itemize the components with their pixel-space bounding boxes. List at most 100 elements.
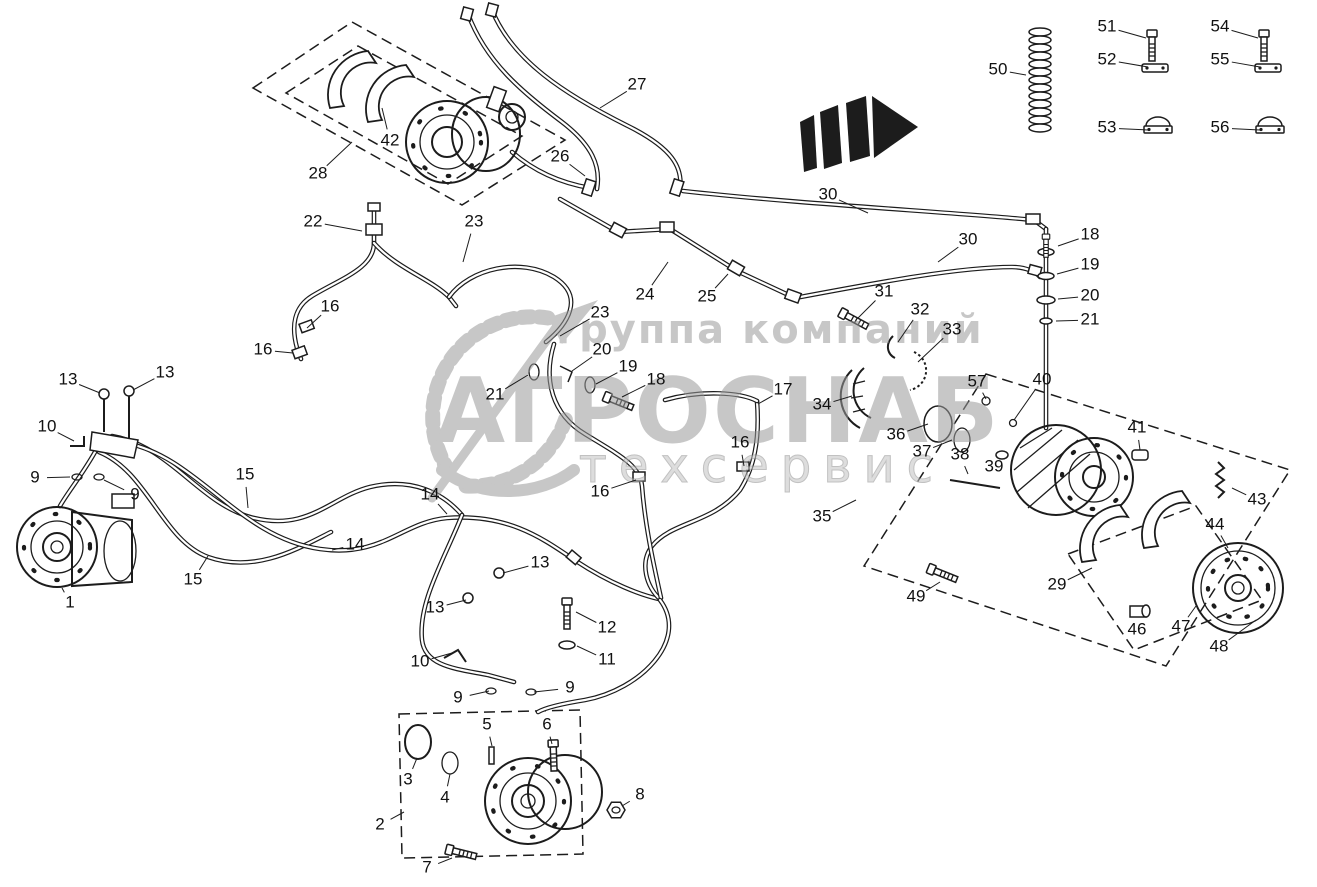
- leader-line: [198, 555, 209, 571]
- leader-line: [964, 465, 969, 475]
- part-label-28: 28: [309, 163, 328, 182]
- part-label-56: 56: [1211, 117, 1230, 136]
- leader-line: [412, 757, 418, 770]
- leader-line: [714, 273, 729, 289]
- leader-line: [469, 690, 490, 696]
- leader-line: [1231, 487, 1247, 496]
- leader-line: [61, 587, 65, 593]
- part-label-44: 44: [1206, 514, 1225, 533]
- left-manifold-group: [70, 385, 139, 481]
- part-label-33: 33: [943, 319, 962, 338]
- leader-line: [274, 350, 294, 354]
- part-label-16: 16: [321, 296, 340, 315]
- part-label-34: 34: [813, 394, 832, 413]
- leader-line: [1118, 61, 1149, 68]
- part-label-50: 50: [989, 59, 1008, 78]
- dashed-box-top-left: [251, 21, 567, 206]
- part-label-14: 14: [421, 484, 440, 503]
- leader-line: [621, 384, 646, 398]
- leader-line: [78, 384, 101, 394]
- leader-line: [1009, 71, 1027, 76]
- right-drive-motor: [1010, 424, 1134, 517]
- part-label-5: 5: [482, 714, 491, 733]
- leader-line: [621, 800, 631, 807]
- part-label-22: 22: [304, 211, 323, 230]
- leader-line: [599, 90, 628, 109]
- part-label-21: 21: [486, 384, 505, 403]
- leader-line: [132, 378, 155, 391]
- leader-line: [937, 246, 959, 263]
- leader-line: [437, 857, 453, 865]
- part-label-35: 35: [813, 506, 832, 525]
- part-label-10: 10: [38, 416, 57, 435]
- part-label-29: 29: [1048, 574, 1067, 593]
- leader-line: [1067, 567, 1093, 581]
- leader-line: [1055, 319, 1079, 322]
- part-label-26: 26: [551, 146, 570, 165]
- leader-line: [838, 199, 869, 214]
- leader-line: [245, 486, 249, 509]
- part-label-9: 9: [565, 677, 574, 696]
- watermark-line3: техсервис: [579, 438, 945, 494]
- leader-line: [1013, 389, 1036, 421]
- part-label-10: 10: [411, 651, 430, 670]
- leader-line: [489, 736, 493, 747]
- part-label-24: 24: [636, 284, 655, 303]
- top-drive-motor: [405, 85, 526, 184]
- spiral-wrap-50: [1028, 27, 1052, 133]
- leader-line: [1228, 619, 1257, 641]
- leader-line: [1057, 238, 1079, 247]
- part-label-47: 47: [1172, 616, 1191, 635]
- leader-line: [925, 581, 941, 592]
- leader-line: [533, 688, 559, 693]
- leader-line: [1057, 296, 1079, 300]
- leader-line: [576, 645, 597, 656]
- leader-lines: [46, 29, 1261, 865]
- part-label-38: 38: [951, 444, 970, 463]
- leader-line: [505, 374, 529, 390]
- leader-line: [306, 314, 322, 329]
- leader-line: [390, 811, 405, 820]
- part-label-51: 51: [1098, 16, 1117, 35]
- part-label-25: 25: [698, 286, 717, 305]
- center-right-hardware: [836, 233, 1051, 585]
- part-label-42: 42: [381, 130, 400, 149]
- part-label-15: 15: [184, 569, 203, 588]
- part-label-39: 39: [985, 456, 1004, 475]
- right-brake-drum: [1192, 542, 1284, 634]
- part-label-9: 9: [30, 467, 39, 486]
- leader-line: [1187, 605, 1197, 618]
- leader-line: [1118, 128, 1149, 131]
- part-label-31: 31: [875, 281, 894, 300]
- part-label-1: 1: [65, 592, 74, 611]
- watermark-line1: группа компаний: [556, 307, 983, 353]
- leader-line: [57, 432, 75, 442]
- part-label-48: 48: [1210, 636, 1229, 655]
- part-label-46: 46: [1128, 619, 1147, 638]
- part-label-57: 57: [968, 371, 987, 390]
- right-brake-shoes: [1079, 449, 1226, 618]
- leader-line: [917, 337, 944, 363]
- leader-line: [932, 439, 953, 449]
- part-label-15: 15: [236, 464, 255, 483]
- dashed-box-bottom: [398, 709, 584, 859]
- part-label-23: 23: [465, 211, 484, 230]
- direction-arrow-icon: [800, 96, 918, 172]
- part-label-7: 7: [422, 857, 431, 876]
- leader-line: [1118, 29, 1147, 39]
- part-label-30: 30: [819, 184, 838, 203]
- part-label-17: 17: [774, 379, 793, 398]
- leader-line: [462, 233, 472, 263]
- leader-line: [326, 141, 353, 167]
- leader-line: [651, 261, 669, 286]
- part-label-36: 36: [887, 424, 906, 443]
- part-label-4: 4: [440, 787, 449, 806]
- part-label-53: 53: [1098, 117, 1117, 136]
- leader-line: [569, 163, 586, 177]
- leader-line: [446, 773, 451, 787]
- bottom-hardware: [404, 597, 626, 863]
- part-label-21: 21: [1081, 309, 1100, 328]
- leader-line: [437, 503, 448, 515]
- part-label-6: 6: [542, 714, 551, 733]
